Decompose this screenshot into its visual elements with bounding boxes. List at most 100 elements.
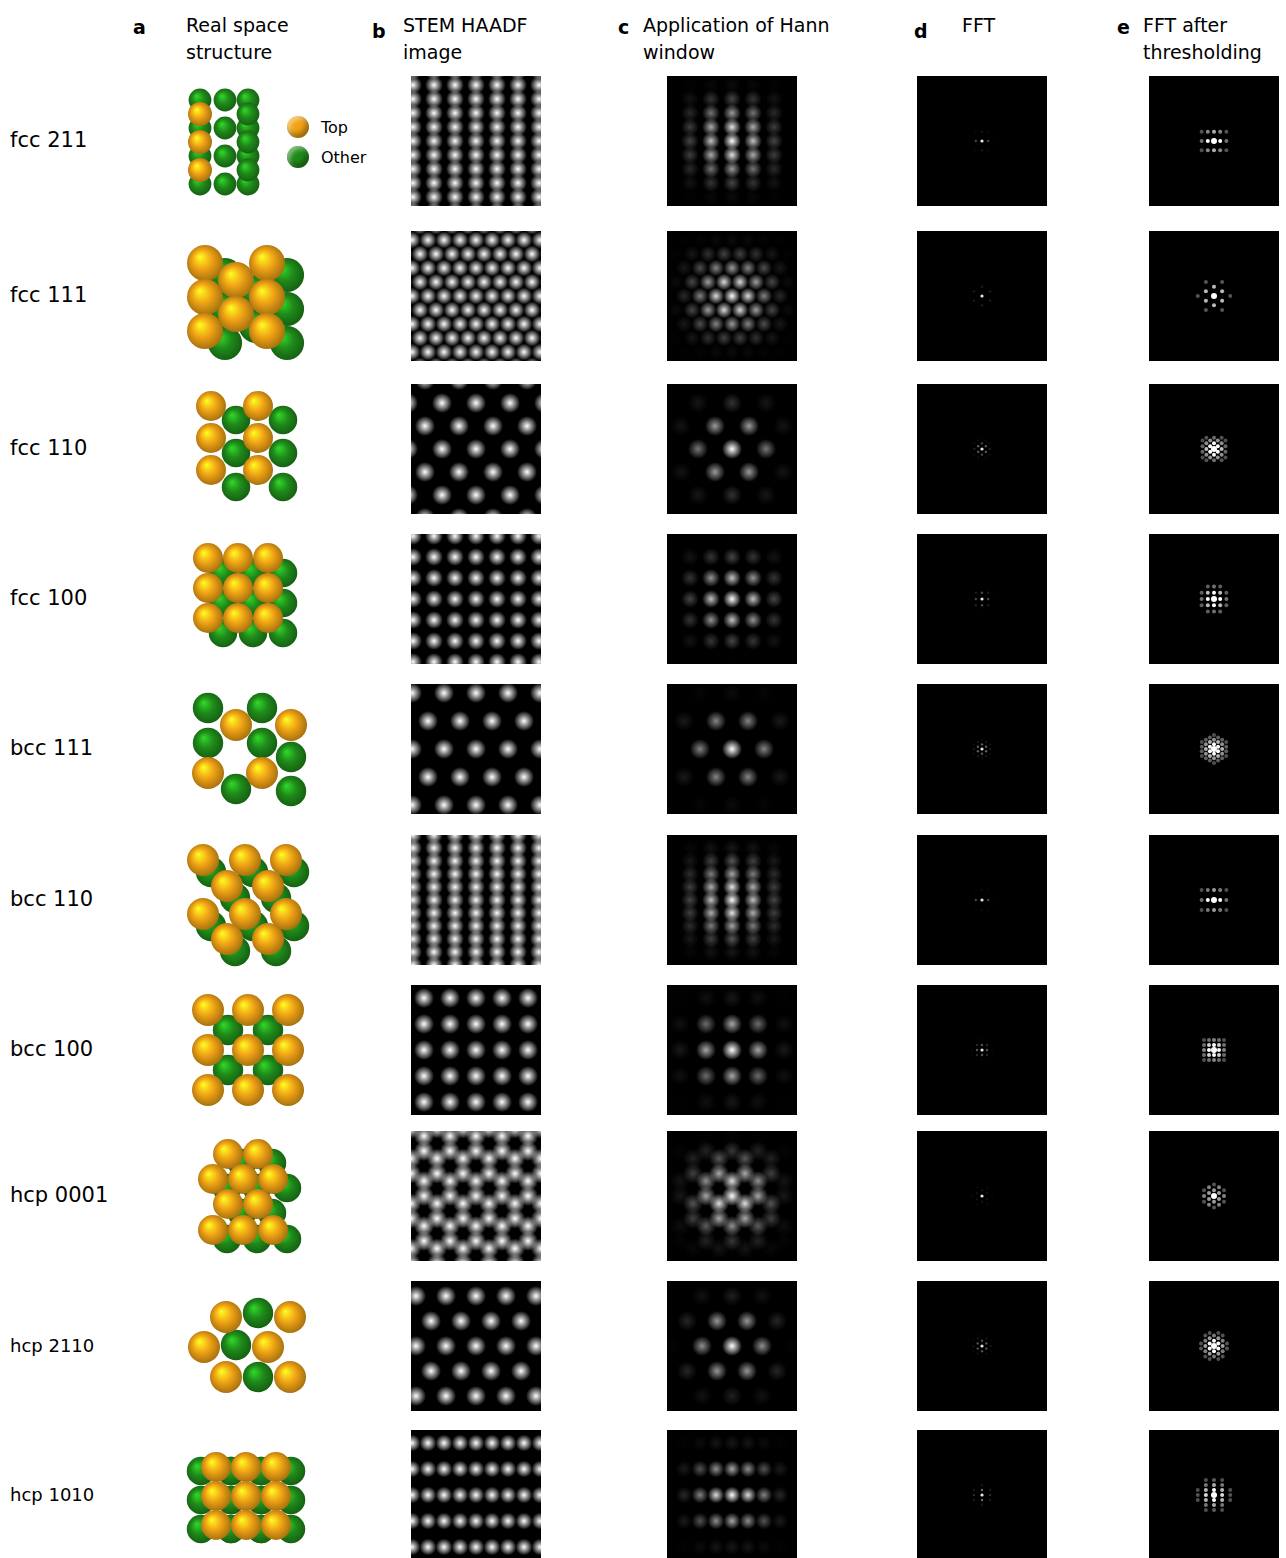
atom-sphere	[218, 296, 254, 332]
atom-column	[420, 1409, 437, 1426]
atom-sphere	[223, 573, 253, 603]
fft-spot	[1218, 603, 1222, 607]
fft-spot	[1216, 749, 1220, 753]
atom-column	[517, 508, 537, 528]
atom-column	[509, 969, 527, 987]
panel-ground	[667, 985, 797, 1115]
atom-sphere	[243, 1139, 273, 1169]
fft-spot	[1196, 1493, 1200, 1497]
atom-sphere	[214, 89, 237, 112]
fft-spot	[965, 1489, 967, 1491]
atom-column	[767, 1311, 787, 1331]
atom-column	[544, 1118, 564, 1138]
atom-column	[744, 611, 762, 629]
atom-column	[420, 1435, 437, 1452]
fft-spot	[980, 1344, 983, 1347]
atom-column	[735, 1253, 755, 1273]
atom-column	[692, 1513, 709, 1530]
atom-column	[388, 1216, 408, 1236]
atom-model	[192, 693, 307, 806]
atom-column	[404, 590, 422, 608]
fft-spot	[989, 1479, 991, 1481]
fft-spot	[989, 1340, 991, 1342]
atom-column	[440, 1261, 460, 1281]
atom-column	[484, 1513, 501, 1530]
atom-sphere	[249, 279, 285, 315]
atom-column	[774, 962, 794, 982]
fft-spot	[1218, 148, 1222, 152]
atom-model	[198, 1139, 301, 1253]
atom-column	[391, 1261, 411, 1281]
fft-spot	[1217, 1058, 1221, 1062]
atom-column	[440, 1092, 460, 1112]
atom-column	[483, 508, 503, 528]
atom-column	[681, 548, 699, 566]
atom-column	[544, 988, 564, 1008]
atom-sphere	[198, 1215, 228, 1245]
atom-column	[425, 611, 443, 629]
fft-spot	[973, 290, 975, 292]
atom-sphere	[252, 1331, 284, 1363]
fft-spot	[975, 610, 977, 612]
atom-column	[404, 813, 422, 831]
atom-column	[748, 962, 768, 982]
atom-sphere	[211, 923, 243, 955]
atom-column	[516, 1539, 533, 1556]
atom-sphere	[231, 1452, 261, 1482]
fft-spot	[987, 610, 989, 612]
column-header: FFT after thresholding	[1143, 12, 1284, 65]
atom-sphere	[210, 1301, 242, 1333]
atom-column	[722, 439, 742, 459]
atom-column	[415, 416, 435, 436]
atom-column	[418, 711, 438, 731]
atom-column	[774, 1092, 794, 1112]
fft-spot	[1217, 1197, 1221, 1201]
panel-letter: d	[914, 18, 928, 45]
fft-spot	[981, 1350, 983, 1352]
fft-spot	[1206, 908, 1210, 912]
fft-spot	[976, 1192, 978, 1194]
atom-column	[484, 1461, 501, 1478]
fft-spot	[989, 299, 991, 301]
fft-spot	[976, 1203, 978, 1205]
atom-column	[796, 302, 813, 319]
row-label: fcc 211	[10, 126, 87, 155]
fft-spot	[1217, 1038, 1221, 1042]
atom-column	[509, 653, 527, 671]
atom-column	[446, 813, 464, 831]
atom-column	[756, 1435, 773, 1452]
atom-column	[532, 1487, 549, 1504]
atom-sphere	[237, 159, 260, 182]
atom-column	[739, 370, 759, 390]
atom-column	[509, 956, 527, 974]
atom-column	[660, 548, 678, 566]
fft-spot	[1208, 439, 1212, 443]
fft-spot	[981, 739, 983, 741]
fft-spot	[1200, 591, 1204, 595]
atom-column	[790, 439, 810, 459]
atom-column	[481, 1361, 501, 1381]
atom-column	[404, 1487, 421, 1504]
fft-spot	[987, 592, 989, 594]
atom-column	[509, 569, 527, 587]
fft-spot	[1204, 747, 1208, 751]
atom-column	[652, 358, 669, 375]
panel-ground	[667, 76, 797, 206]
atom-column	[688, 439, 708, 459]
atom-column	[467, 611, 485, 629]
fft-spot	[989, 290, 991, 292]
hann-image	[644, 962, 820, 1138]
fft-spot	[986, 1039, 988, 1041]
fft-spot	[1216, 1352, 1220, 1356]
atom-column	[723, 188, 741, 206]
fft-spot	[1217, 1203, 1221, 1207]
atom-column	[744, 527, 762, 545]
fft-spot	[1200, 754, 1204, 758]
fft-spot	[1216, 1341, 1220, 1345]
atom-column	[744, 632, 762, 650]
atom-column	[401, 1253, 421, 1273]
atom-column	[723, 548, 741, 566]
legend-swatch	[287, 146, 309, 168]
atom-column	[388, 962, 408, 982]
atom-column	[500, 439, 520, 459]
